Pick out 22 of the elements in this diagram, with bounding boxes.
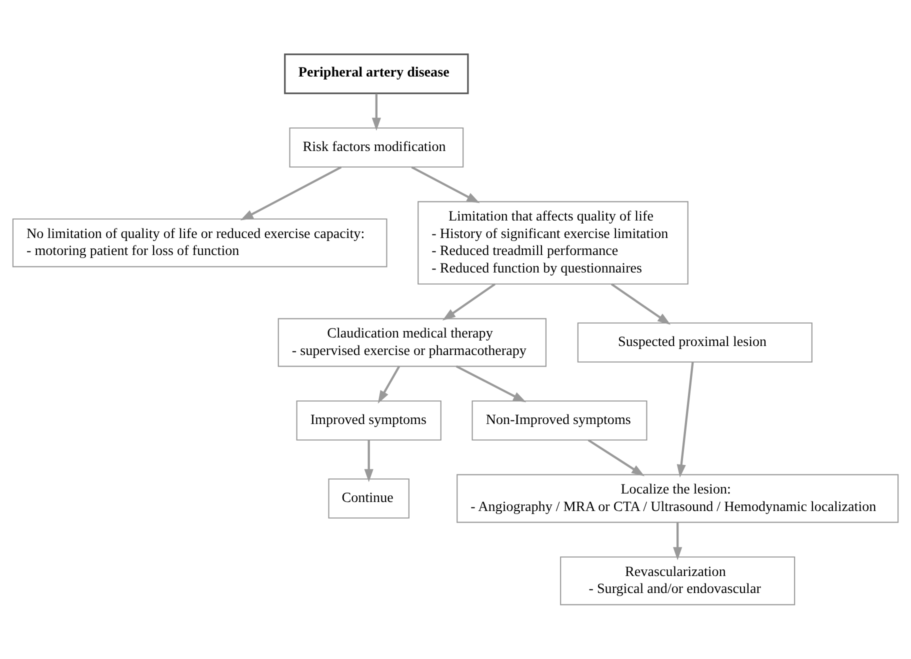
node-box: Limitation that affects quality of life - History of significant exercise limitation - Reduced treadmill performance - Reduced function by questionnaires: [418, 201, 688, 285]
arrow: [240, 166, 342, 220]
arrow: [372, 94, 381, 131]
node-box: Continue: [328, 478, 410, 519]
node-box: Risk factors modification: [289, 127, 464, 168]
node-box: No limitation of quality of life or reduced exercise capacity: - motoring patient for loss of function: [12, 218, 388, 268]
arrow: [411, 166, 480, 204]
node-box: Non-Improved symptoms: [472, 400, 648, 441]
arrow: [610, 283, 671, 325]
arrow: [676, 362, 694, 478]
node-box: Revascularization - Surgical and/or endovascular: [560, 556, 796, 606]
arrow: [378, 366, 400, 404]
arrow: [442, 283, 496, 320]
arrow: [588, 439, 645, 476]
node-box: Improved symptoms: [296, 400, 442, 441]
node-box: Peripheral artery disease: [284, 54, 469, 94]
node-box: Claudication medical therapy - supervised exercise or pharmacotherapy: [278, 318, 546, 367]
arrow: [673, 522, 682, 560]
node-box: Localize the lesion: - Angiography / MRA or CTA / Ultrasound / Hemodynamic localization: [456, 474, 899, 523]
node-box: Suspected proximal lesion: [577, 322, 812, 363]
arrow: [456, 365, 526, 402]
arrow: [364, 440, 374, 482]
